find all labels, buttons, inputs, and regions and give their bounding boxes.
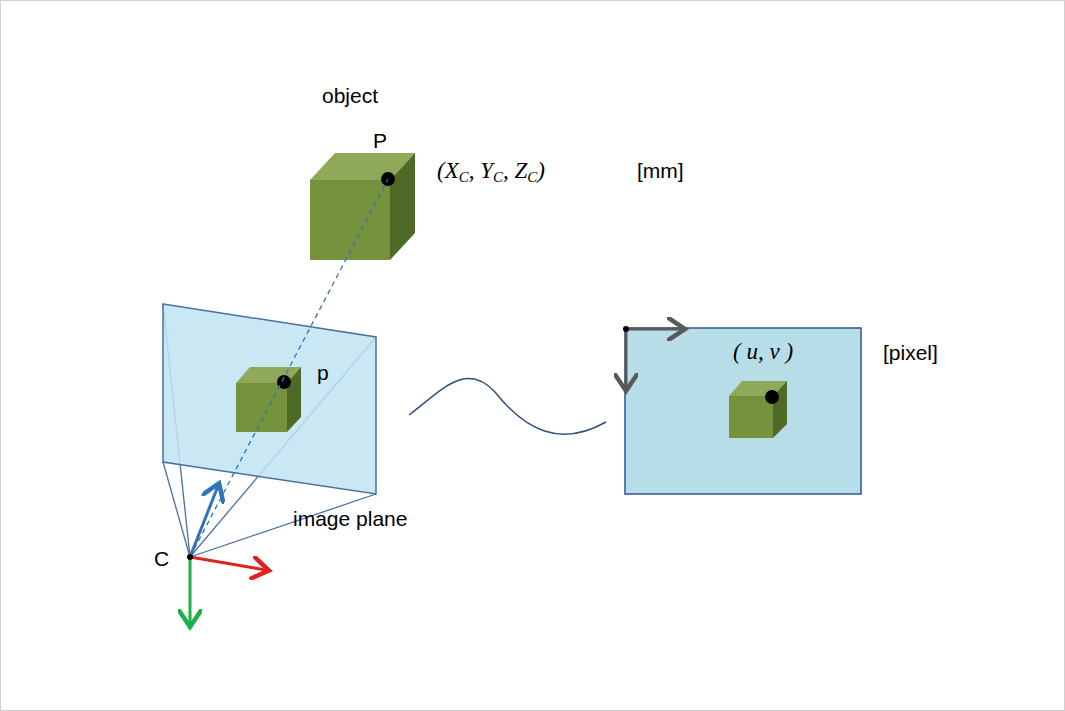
object-label: object bbox=[322, 83, 378, 108]
z-axis bbox=[190, 486, 218, 557]
pixel-image bbox=[625, 328, 861, 494]
point-label: P bbox=[373, 128, 387, 153]
camera-center bbox=[187, 554, 193, 560]
projection-ray bbox=[190, 179, 388, 557]
conversion-wave bbox=[409, 379, 606, 435]
object-cube bbox=[310, 153, 415, 260]
pixel-origin bbox=[623, 326, 629, 332]
pixel-cube bbox=[729, 381, 787, 438]
unit-label: [pixel] bbox=[883, 340, 938, 365]
projected-cube bbox=[236, 367, 301, 432]
pixel-coordinates: ( u, v ) bbox=[733, 338, 793, 366]
camera-coordinates: (XC, YC, ZC) bbox=[437, 157, 545, 185]
unit-label: [mm] bbox=[637, 158, 684, 183]
y-axis bbox=[189, 557, 192, 624]
image-plane bbox=[163, 304, 376, 494]
plane-label: image plane bbox=[293, 506, 407, 531]
v-axis bbox=[625, 329, 628, 388]
center-label: C bbox=[154, 546, 169, 571]
point-label: p bbox=[317, 360, 329, 385]
x-axis bbox=[190, 557, 266, 570]
u-axis bbox=[626, 328, 682, 331]
